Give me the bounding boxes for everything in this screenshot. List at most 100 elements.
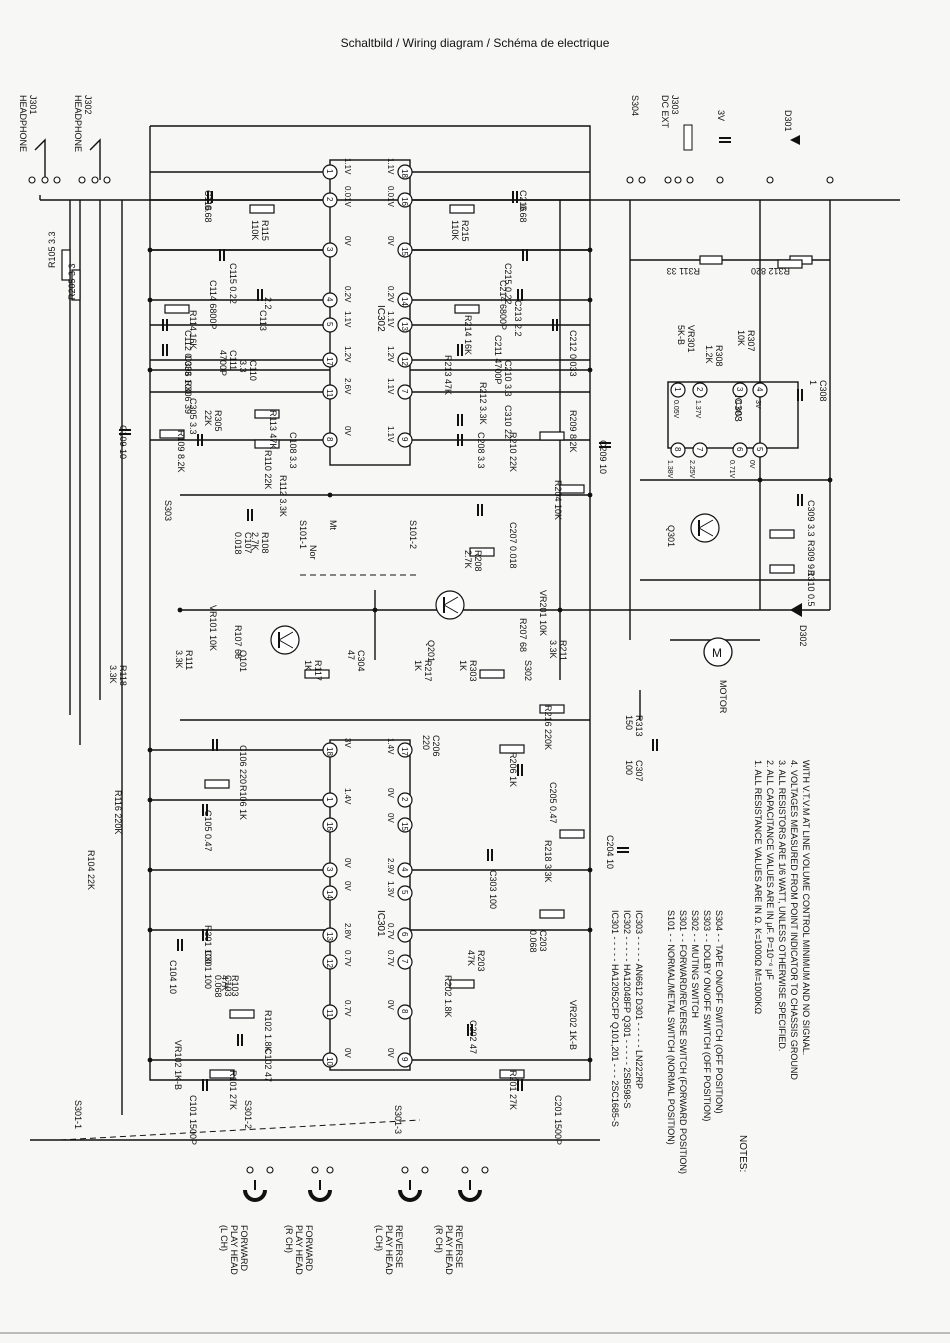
- ic301-pin-voltage-text: 0.7V: [343, 950, 352, 967]
- vr201-label: VR201 10K: [538, 590, 548, 636]
- r106-label-text: R106 1K: [238, 785, 248, 820]
- r205-label-text: R205 3.3: [67, 263, 77, 300]
- r301-label: R301 100: [203, 925, 213, 964]
- dc-ext-jack: [683, 124, 693, 151]
- switch-list-line: S302 - - MUTING SWITCH: [690, 910, 700, 1018]
- ic303-pin-voltage: 2.25V: [688, 460, 695, 479]
- ic302-pin-voltage: 0.01V: [386, 186, 395, 208]
- vr301-label-text: 5K-B: [676, 325, 686, 345]
- connector-terminal: [716, 176, 724, 184]
- r215-body: [449, 204, 475, 214]
- r201-label: R201 27K: [508, 1070, 518, 1110]
- ic302-label: IC302: [375, 305, 386, 332]
- r202-label-text: R202 1.8K: [443, 975, 453, 1018]
- headphone-terminal: [103, 176, 111, 184]
- connector-terminal: [766, 176, 774, 184]
- vr102-label: VR102 1K-B: [173, 1040, 183, 1090]
- ic302-pin-voltage: 0V: [343, 426, 352, 436]
- junction-dot: [372, 607, 378, 613]
- ic301-pin-voltage: 0.7V: [386, 950, 395, 967]
- r101-body: [209, 1069, 235, 1079]
- c204-label-text: C204 10: [605, 835, 615, 869]
- c110-label-text: 3.3: [238, 360, 248, 373]
- c116v-label: 0.68: [203, 205, 213, 223]
- ic302-pin: [322, 317, 338, 333]
- c204-label: C204 10: [605, 835, 615, 869]
- ic301-pin-num: 14: [325, 890, 334, 899]
- ic301-pin: [322, 1052, 338, 1068]
- head-terminal: [311, 1166, 319, 1174]
- r106-label: R106 1K: [238, 785, 248, 820]
- junction-dot: [147, 867, 153, 873]
- ic303-pin-voltage-text: 2.25V: [688, 460, 695, 479]
- ic302-pin-num: 4: [325, 297, 334, 302]
- r212-label-text: R212 3.3K: [478, 382, 488, 425]
- q301-transistor: [690, 513, 720, 543]
- junction-dot: [147, 367, 153, 373]
- r112-label-text: R112 3.3K: [278, 475, 288, 517]
- c105-label-text: C105 0.47: [203, 810, 213, 852]
- r211-label-text: 3.3K: [548, 640, 558, 659]
- c109-label: C109 10: [118, 425, 128, 459]
- c301-label: C301 100: [203, 950, 213, 989]
- ic303-pin: [732, 382, 748, 398]
- vr102-label-text: VR102 1K-B: [173, 1040, 183, 1090]
- junction-dot: [147, 797, 153, 803]
- ic301-pin-voltage: 0.7V: [343, 950, 352, 967]
- r209-label-text: R209 8.2K: [568, 410, 578, 453]
- ic303-pin-voltage-text: 1.38V: [666, 460, 673, 479]
- s3013-label: S301-3: [393, 1105, 403, 1134]
- r305-label-text: R305: [213, 410, 223, 432]
- r115-label-text: 110K: [250, 220, 260, 240]
- s1012-label-text: S101-2: [408, 520, 418, 549]
- ic302-pin-voltage: 1.2V: [343, 346, 352, 363]
- r216-label-text: R216 220K: [543, 705, 553, 750]
- j303-label-text: DC EXT: [660, 95, 670, 129]
- head4-label-text: REVERSE: [454, 1225, 464, 1268]
- junction-dot: [587, 1057, 593, 1063]
- c102-label-text: C102 47: [263, 1048, 273, 1082]
- r202-body: [449, 979, 475, 989]
- ic303-pin: [692, 382, 708, 398]
- ic301-pin: [322, 954, 338, 970]
- r114-label: R114 16K: [188, 310, 198, 349]
- c206-label-text: 220: [421, 735, 431, 750]
- junction-dot: [587, 927, 593, 933]
- ic301-pin-voltage-text: 0.7V: [343, 1000, 352, 1017]
- c305-label-text: C305 3.3: [188, 398, 198, 435]
- head3-label-text: (L CH): [374, 1225, 384, 1251]
- c104-label-text: C104 10: [168, 960, 178, 994]
- junction-dot: [587, 297, 593, 303]
- r104-label: R104 22K: [86, 850, 96, 890]
- headphone-terminal: [78, 176, 86, 184]
- ic301-pin-num: 8: [400, 1009, 409, 1014]
- r309-label: R309 9.1: [806, 540, 816, 577]
- c103-label-text: 0.068: [213, 975, 223, 998]
- r208-label-text: R208: [473, 550, 483, 572]
- r212-label: R212 3.3K: [478, 382, 488, 425]
- ic302-pin-voltage-text: 2.6V: [343, 378, 352, 395]
- ic301-pin-voltage: 0V: [386, 813, 395, 823]
- ic302-pin-voltage: 0V: [343, 236, 352, 246]
- ic301-pin-num: 7: [400, 959, 409, 964]
- q301-label: Q301: [666, 525, 676, 547]
- ic301-pin-voltage: 0V: [343, 858, 352, 868]
- c212-label: C212 0.033: [568, 330, 578, 377]
- ic301-pin-voltage: 0V: [343, 881, 352, 891]
- ic301-pin-voltage-text: 0V: [343, 1048, 352, 1058]
- r117-label-text: 1K: [303, 660, 313, 671]
- r205: [71, 269, 81, 301]
- head1-symbol: [243, 1189, 267, 1202]
- ic302-pin-num: 9: [400, 437, 409, 442]
- note-line: 1. ALL RESISTANCE VALUES ARE IN Ω. K=100…: [753, 760, 763, 1014]
- junction-dot: [147, 297, 153, 303]
- c210-label-text: C210 3.3: [503, 360, 513, 397]
- battery-label-text: 3V: [716, 110, 726, 121]
- note-line: 2. ALL CAPACITANCE VALUES ARE IN μF. P=1…: [765, 760, 775, 980]
- ic302-pin-num: 17: [325, 357, 334, 366]
- note-line-text: WITH V.T.V.M AT LINE VOLUME CONTROL MINI…: [801, 760, 811, 1055]
- c214-label: C214 6800P: [498, 280, 508, 330]
